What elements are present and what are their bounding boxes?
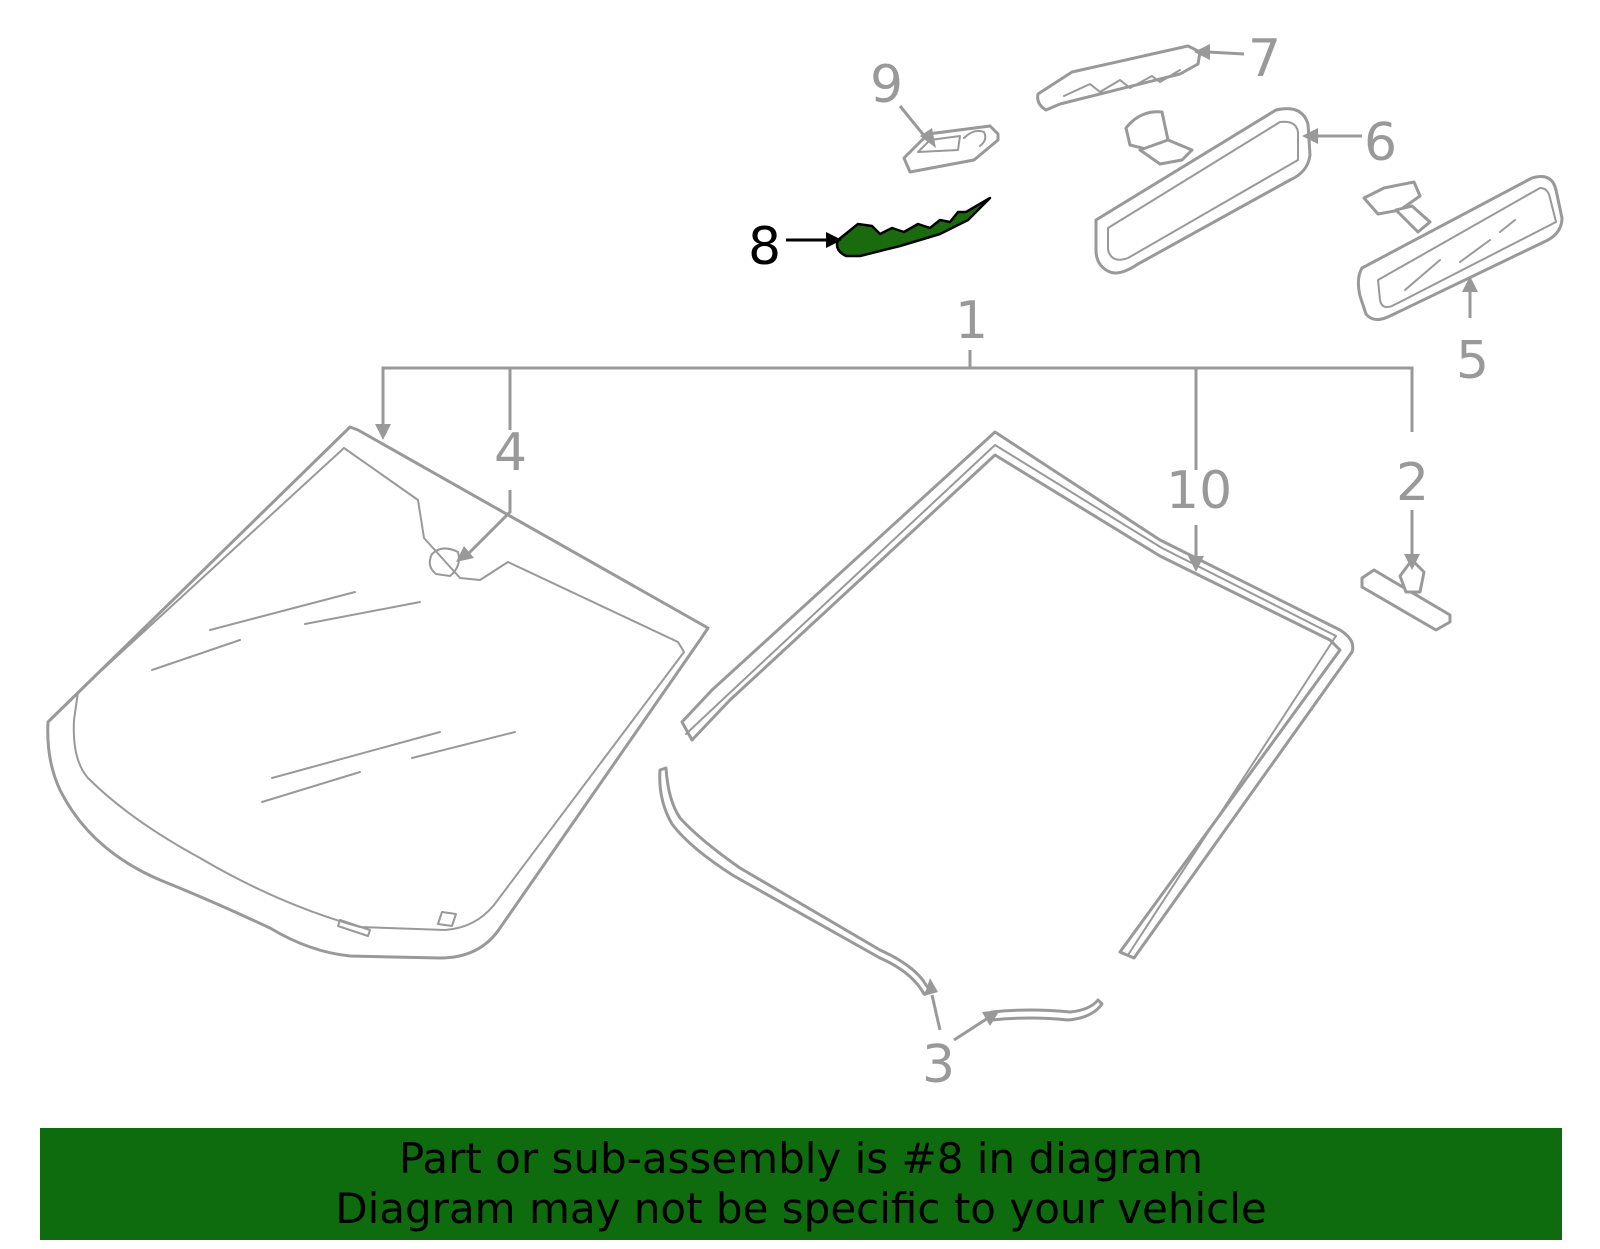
windshield-glass (46, 425, 710, 960)
callout-labels: 1 2 3 4 5 6 7 8 9 10 (494, 29, 1489, 1095)
windshield-moulding (680, 430, 1355, 960)
highlighted-part-8 (835, 196, 992, 258)
callout-4: 4 (494, 423, 527, 483)
callout-9: 9 (870, 55, 903, 115)
callout-1: 1 (955, 291, 988, 351)
callout-7: 7 (1248, 29, 1281, 89)
banner-line-2: Diagram may not be specific to your vehi… (335, 1184, 1267, 1233)
rear-view-mirror-6 (1094, 107, 1312, 275)
banner-line-1: Part or sub-assembly is #8 in diagram (398, 1134, 1204, 1183)
callout-2: 2 (1396, 453, 1429, 513)
rear-view-mirror-5 (1356, 175, 1564, 321)
lower-strip (658, 766, 1104, 1022)
mirror-cover-7 (1036, 44, 1202, 112)
info-banner: Part or sub-assembly is #8 in diagram Di… (40, 1128, 1562, 1240)
sensor-9 (902, 124, 1000, 174)
callout-5: 5 (1456, 331, 1489, 391)
leader-lines (381, 50, 1472, 1042)
callout-8: 8 (748, 217, 781, 277)
clip-part (1360, 558, 1452, 632)
callout-3: 3 (922, 1035, 955, 1095)
arrowheads (375, 44, 1478, 1026)
callout-6: 6 (1364, 113, 1397, 173)
callout-10: 10 (1166, 461, 1232, 521)
parts-diagram: 1 2 3 4 5 6 7 8 9 10 (46, 29, 1564, 1095)
